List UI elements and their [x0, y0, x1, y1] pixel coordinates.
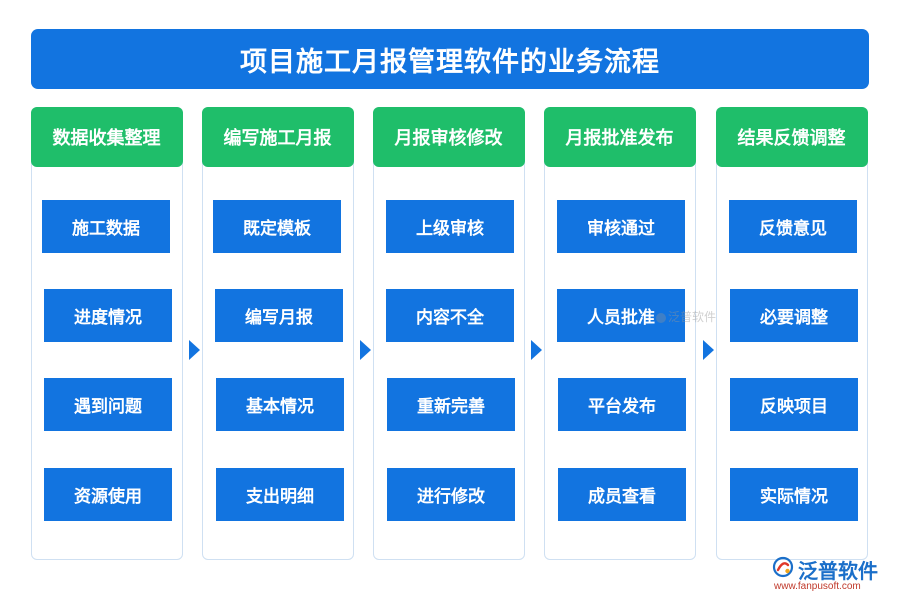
flow-arrow-icon	[189, 340, 200, 360]
step-box: 反馈意见	[729, 200, 857, 253]
stage-header-2: 编写施工月报	[201, 106, 354, 167]
step-box: 资源使用	[44, 468, 172, 521]
step-box: 反映项目	[730, 378, 858, 431]
flow-arrow-icon	[360, 340, 371, 360]
step-box: 成员查看	[558, 468, 686, 521]
step-box: 人员批准	[557, 289, 685, 342]
step-box: 进行修改	[387, 468, 515, 521]
stage-header-label: 结果反馈调整	[737, 127, 846, 149]
logo-name: 泛普软件	[798, 559, 878, 583]
stage-header-label: 月报审核修改	[394, 127, 503, 149]
stage-header-3: 月报审核修改	[372, 106, 525, 167]
flow-arrow-icon	[531, 340, 542, 360]
stage-column-4: 月报批准发布 审核通过 人员批准 平台发布 成员查看	[543, 106, 696, 560]
watermark-text: 泛普软件	[668, 310, 717, 324]
watermark: 泛普软件	[656, 308, 716, 325]
stage-header-1: 数据收集整理	[30, 106, 183, 167]
step-box: 上级审核	[386, 200, 514, 253]
step-box: 必要调整	[730, 289, 858, 342]
step-box: 实际情况	[730, 468, 858, 521]
diagram-title: 项目施工月报管理软件的业务流程	[240, 46, 660, 78]
step-box: 施工数据	[42, 200, 170, 253]
stage-header-label: 月报批准发布	[565, 127, 674, 149]
stage-column-5: 结果反馈调整 反馈意见 必要调整 反映项目 实际情况	[715, 106, 868, 560]
brand-logo: 泛普软件 www.fanpusoft.com	[772, 555, 890, 595]
stage-header-5: 结果反馈调整	[715, 106, 868, 167]
title-banner: 项目施工月报管理软件的业务流程	[31, 29, 869, 89]
step-box: 编写月报	[215, 289, 343, 342]
logo-url: www.fanpusoft.com	[774, 581, 861, 592]
step-box: 基本情况	[216, 378, 344, 431]
step-box: 支出明细	[216, 468, 344, 521]
stage-header-label: 数据收集整理	[52, 127, 161, 149]
step-box: 平台发布	[558, 378, 686, 431]
stage-column-3: 月报审核修改 上级审核 内容不全 重新完善 进行修改	[372, 106, 525, 560]
stage-header-4: 月报批准发布	[543, 106, 696, 167]
fanpu-logo-icon	[772, 556, 794, 578]
stage-column-2: 编写施工月报 既定模板 编写月报 基本情况 支出明细	[201, 106, 354, 560]
step-box: 进度情况	[44, 289, 172, 342]
step-box: 既定模板	[213, 200, 341, 253]
step-box: 重新完善	[387, 378, 515, 431]
stage-column-1: 数据收集整理 施工数据 进度情况 遇到问题 资源使用	[30, 106, 183, 560]
step-box: 审核通过	[557, 200, 685, 253]
step-box: 遇到问题	[44, 378, 172, 431]
step-box: 内容不全	[386, 289, 514, 342]
flow-arrow-icon	[703, 340, 714, 360]
stage-header-label: 编写施工月报	[223, 127, 332, 149]
watermark-icon	[656, 312, 666, 323]
